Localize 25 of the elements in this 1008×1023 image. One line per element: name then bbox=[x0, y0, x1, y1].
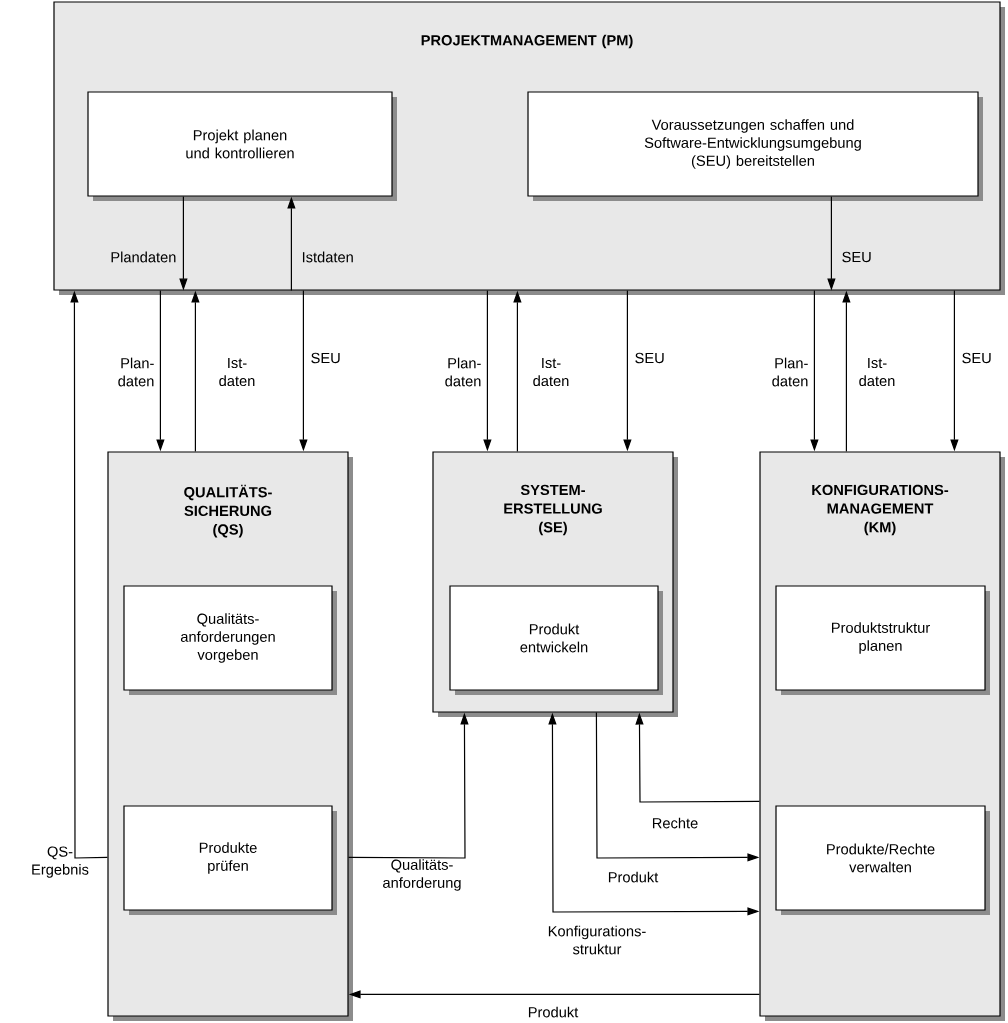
edge-label: QS- Ergebnis bbox=[32, 846, 89, 878]
edge-label: Produkt bbox=[528, 1006, 579, 1018]
edge-label: Konfigurations- struktur bbox=[548, 925, 646, 955]
edge-label: Rechte bbox=[653, 817, 698, 829]
edge-label: Plan- daten bbox=[772, 357, 808, 387]
edge-label: SEU bbox=[842, 251, 871, 263]
edge-label: Ist- daten bbox=[219, 357, 255, 387]
process-box: Produkte prüfen bbox=[123, 805, 337, 915]
edge-label: Qualitäts- anforderung bbox=[383, 859, 461, 891]
process-box: Qualitäts- anforderungen vorgeben bbox=[123, 585, 337, 695]
edge-label: Istdaten bbox=[302, 251, 353, 263]
edge-label: Plandaten bbox=[111, 251, 176, 263]
process-box: Produkt entwickeln bbox=[449, 585, 663, 695]
edge-label: SEU bbox=[962, 352, 991, 364]
process-box: Projekt planen und kontrollieren bbox=[87, 91, 397, 201]
edge-label: Produkt bbox=[608, 871, 659, 883]
process-box: Voraussetzungen schaffen und Software-Entwicklungsumgebung (SEU) bereitstellen bbox=[527, 91, 983, 201]
edge-label: Ist- daten bbox=[859, 357, 895, 387]
process-box: Produktstruktur planen bbox=[775, 585, 990, 695]
edge-label: Plan- daten bbox=[445, 357, 481, 387]
edge-label: Plan- daten bbox=[118, 357, 154, 387]
process-box: Produkte/Rechte verwalten bbox=[775, 805, 990, 915]
edge-label: SEU bbox=[311, 352, 340, 364]
edge-label: Ist- daten bbox=[533, 357, 569, 387]
edge-label: SEU bbox=[635, 352, 664, 364]
